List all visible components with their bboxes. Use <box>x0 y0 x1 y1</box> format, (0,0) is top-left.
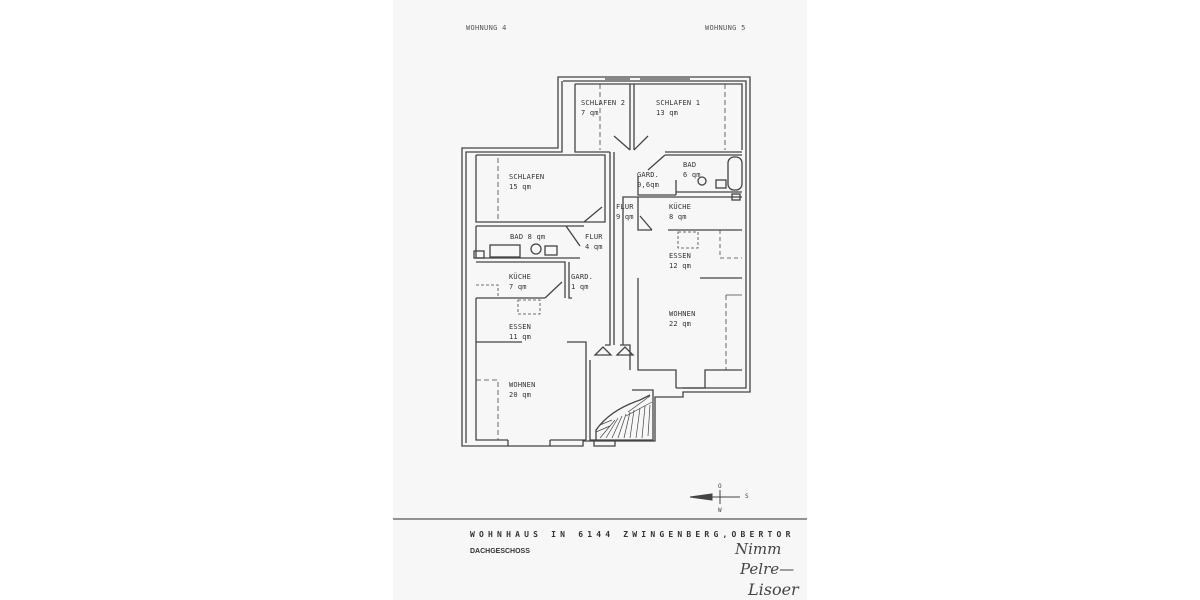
compass-label-o: O <box>718 483 722 490</box>
room-w4-schlafen: SCHLAFEN 15 qm <box>509 172 544 192</box>
room-w4-essen: ESSEN 11 qm <box>509 322 531 342</box>
room-name: KÜCHE <box>509 273 532 281</box>
room-name: FLUR <box>616 203 634 211</box>
room-area: 1 qm <box>571 283 589 291</box>
room-w5-kueche: KÜCHE 8 qm <box>669 202 691 222</box>
room-area: 4 qm <box>585 243 603 251</box>
room-area: 11 qm <box>509 333 532 341</box>
room-w4-gard: GARD. 1 qm <box>571 272 593 292</box>
room-name: SCHLAFEN 1 <box>656 99 701 107</box>
room-name: ESSEN <box>509 323 532 331</box>
room-name: ESSEN <box>669 252 692 260</box>
signature-2: Pelre— <box>740 560 795 578</box>
room-area: 7 qm <box>509 283 527 291</box>
compass-arrow-icon <box>690 494 740 500</box>
room-name: FLUR <box>585 233 603 241</box>
wohnung-5-label: WOHNUNG 5 <box>705 24 746 32</box>
room-area: 20 qm <box>509 391 532 399</box>
room-w5-gard: GARD. 0,6qm <box>637 170 659 190</box>
room-name: GARD. <box>571 273 594 281</box>
room-name: SCHLAFEN 2 <box>581 99 626 107</box>
room-area: 7 qm <box>581 109 599 117</box>
room-area: 9 qm <box>616 213 634 221</box>
room-area: 15 qm <box>509 183 532 191</box>
room-name: GARD. <box>637 171 660 179</box>
drawing-title: WOHNHAUS IN 6144 ZWINGENBERG,OBERTOR <box>470 530 795 539</box>
room-w5-flur: FLUR 9 qm <box>616 202 634 222</box>
room-name: WOHNEN <box>509 381 536 389</box>
room-area: 6 qm <box>683 171 701 179</box>
signature-1: Nimm <box>735 540 782 558</box>
room-name: WOHNEN <box>669 310 696 318</box>
room-w4-kueche: KÜCHE 7 qm <box>509 272 531 292</box>
room-area: 13 qm <box>656 109 679 117</box>
room-name: SCHLAFEN <box>509 173 545 181</box>
room-w4-wohnen: WOHNEN 20 qm <box>509 380 536 400</box>
room-w5-essen: ESSEN 12 qm <box>669 251 691 271</box>
compass-label-s: S <box>745 493 749 500</box>
room-w5-schlafen2: SCHLAFEN 2 7 qm <box>581 98 625 118</box>
room-w5-bad: BAD 6 qm <box>683 160 701 180</box>
wohnung-4-label: WOHNUNG 4 <box>466 24 507 32</box>
room-name: BAD <box>683 161 697 169</box>
room-w5-wohnen: WOHNEN 22 qm <box>669 309 696 329</box>
room-area: 0,6qm <box>637 181 660 189</box>
room-area: 12 qm <box>669 262 692 270</box>
room-area: 22 qm <box>669 320 692 328</box>
room-area: 8 qm <box>669 213 687 221</box>
room-name: KÜCHE <box>669 203 692 211</box>
signature-3: Lisoer <box>748 580 799 599</box>
room-name: BAD 8 qm <box>510 233 546 241</box>
drawing-subtitle: DACHGESCHOSS <box>470 548 530 555</box>
compass-label-w: W <box>718 507 722 514</box>
room-w4-flur: FLUR 4 qm <box>585 232 603 252</box>
room-w4-bad: BAD 8 qm <box>510 232 545 242</box>
room-w5-schlafen1: SCHLAFEN 1 13 qm <box>656 98 700 118</box>
